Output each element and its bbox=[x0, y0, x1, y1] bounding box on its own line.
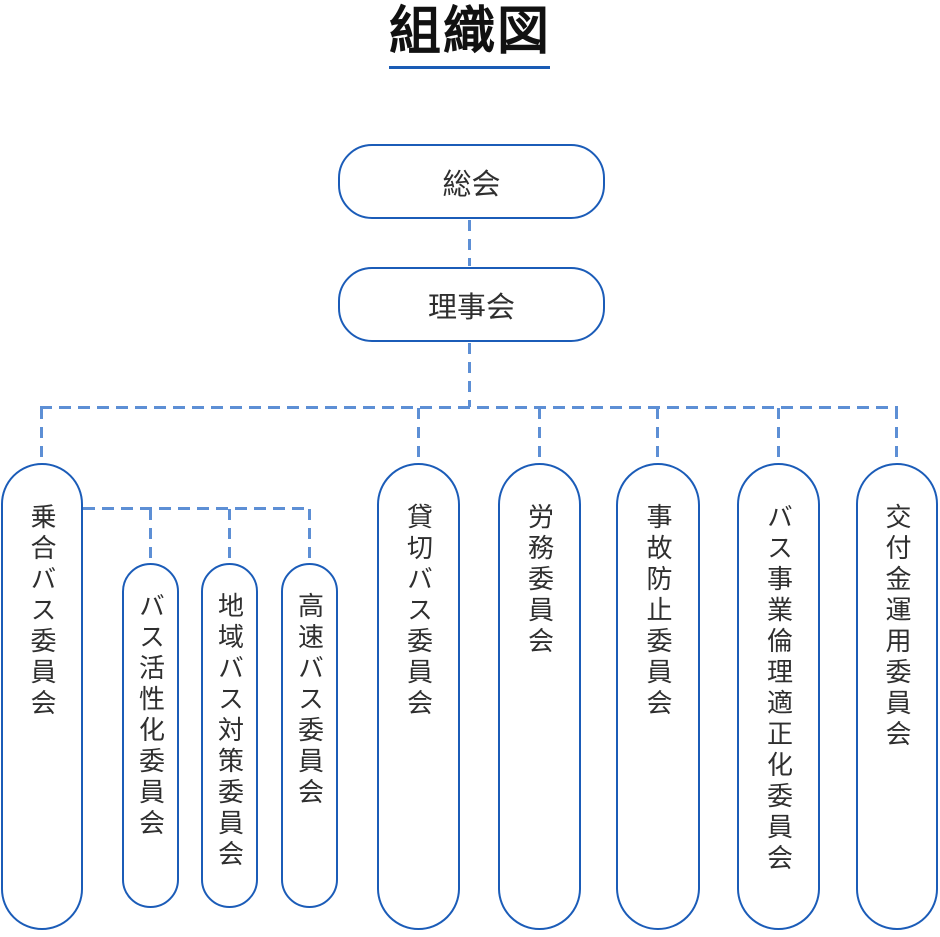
node-committee-labor: 労務委員会 bbox=[498, 463, 581, 930]
node-committee-highway-bus-label: 高速バス委員会 bbox=[294, 592, 325, 809]
connector-drop-labor bbox=[538, 408, 541, 463]
connector-main-bus-line bbox=[40, 406, 898, 409]
node-committee-shared-bus: 乗合バス委員会 bbox=[1, 463, 83, 930]
node-committee-chartered-bus-label: 貸切バス委員会 bbox=[403, 503, 434, 720]
connector-drop-ethics bbox=[777, 408, 780, 463]
connector-drop-chartered-bus bbox=[417, 408, 420, 463]
node-committee-subsidy: 交付金運用委員会 bbox=[856, 463, 938, 930]
page-title: 組織図 bbox=[388, 3, 551, 61]
connector-sub-branch-line bbox=[83, 507, 311, 510]
node-committee-shared-bus-label: 乗合バス委員会 bbox=[27, 503, 57, 720]
node-committee-highway-bus: 高速バス委員会 bbox=[281, 563, 338, 908]
node-committee-chartered-bus: 貸切バス委員会 bbox=[377, 463, 460, 930]
connector-meeting-to-board bbox=[468, 220, 471, 266]
connector-drop-regional-bus bbox=[228, 509, 231, 563]
connector-drop-accident-prevention bbox=[656, 408, 659, 463]
connector-drop-bus-revitalization bbox=[149, 509, 152, 563]
title-underline bbox=[389, 66, 550, 69]
node-committee-subsidy-label: 交付金運用委員会 bbox=[882, 503, 912, 751]
connector-drop-shared-bus bbox=[40, 408, 43, 463]
node-committee-regional-bus-label: 地域バス対策委員会 bbox=[214, 592, 245, 871]
node-board-of-directors: 理事会 bbox=[338, 267, 605, 342]
connector-board-to-bus bbox=[468, 343, 471, 407]
node-committee-accident-prevention-label: 事故防止委員会 bbox=[643, 503, 673, 720]
node-committee-ethics: バス事業倫理適正化委員会 bbox=[737, 463, 820, 930]
node-committee-regional-bus: 地域バス対策委員会 bbox=[201, 563, 258, 908]
node-general-meeting-label: 総会 bbox=[442, 168, 501, 201]
node-board-of-directors-label: 理事会 bbox=[427, 291, 515, 324]
node-committee-bus-revitalization: バス活性化委員会 bbox=[122, 563, 179, 908]
connector-drop-highway-bus bbox=[308, 509, 311, 563]
node-committee-ethics-label: バス事業倫理適正化委員会 bbox=[763, 503, 794, 875]
connector-drop-subsidy bbox=[895, 408, 898, 463]
node-committee-labor-label: 労務委員会 bbox=[524, 503, 555, 658]
node-committee-bus-revitalization-label: バス活性化委員会 bbox=[135, 592, 166, 840]
node-committee-accident-prevention: 事故防止委員会 bbox=[616, 463, 700, 930]
node-general-meeting: 総会 bbox=[338, 144, 605, 219]
